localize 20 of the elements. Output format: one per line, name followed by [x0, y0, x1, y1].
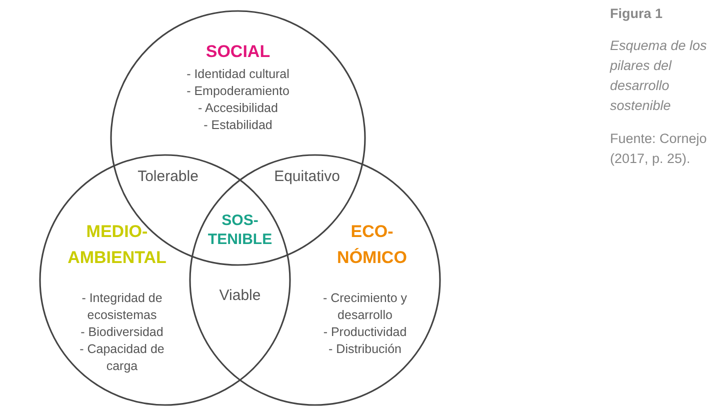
- list-item: - Distribución: [328, 341, 402, 358]
- pillar-heading: ECO-NÓMICO: [336, 221, 408, 269]
- pillar-heading: SOCIAL: [204, 41, 272, 63]
- list-item: - Capacidad de carga: [78, 341, 166, 375]
- source-note: Fuente: Cornejo (2017, p. 25).: [610, 130, 708, 168]
- list-item: - Biodiversidad: [80, 324, 164, 341]
- overlap-label: Equitativo: [274, 168, 340, 185]
- list-item: - Integridad de ecosistemas: [80, 290, 164, 324]
- overlap-label: Viable: [219, 287, 261, 304]
- list-item: - Productividad: [322, 324, 408, 341]
- figure-title: Figura 1: [610, 6, 663, 21]
- list-item: - Crecimiento y desarrollo: [322, 290, 408, 324]
- list-item: - Accesibilidad: [197, 100, 279, 117]
- list-item: - Identidad cultural: [186, 66, 290, 83]
- pillar-heading: MEDIO-AMBIENTAL: [66, 221, 168, 269]
- figure-caption: Esquema de los pilares del desarrollo sostenible: [610, 37, 708, 115]
- list-item: - Empoderamiento: [186, 83, 290, 100]
- overlap-label: Tolerable: [138, 168, 198, 185]
- list-item: - Estabilidad: [202, 117, 274, 134]
- center-label: SOS-TENIBLE: [206, 211, 274, 249]
